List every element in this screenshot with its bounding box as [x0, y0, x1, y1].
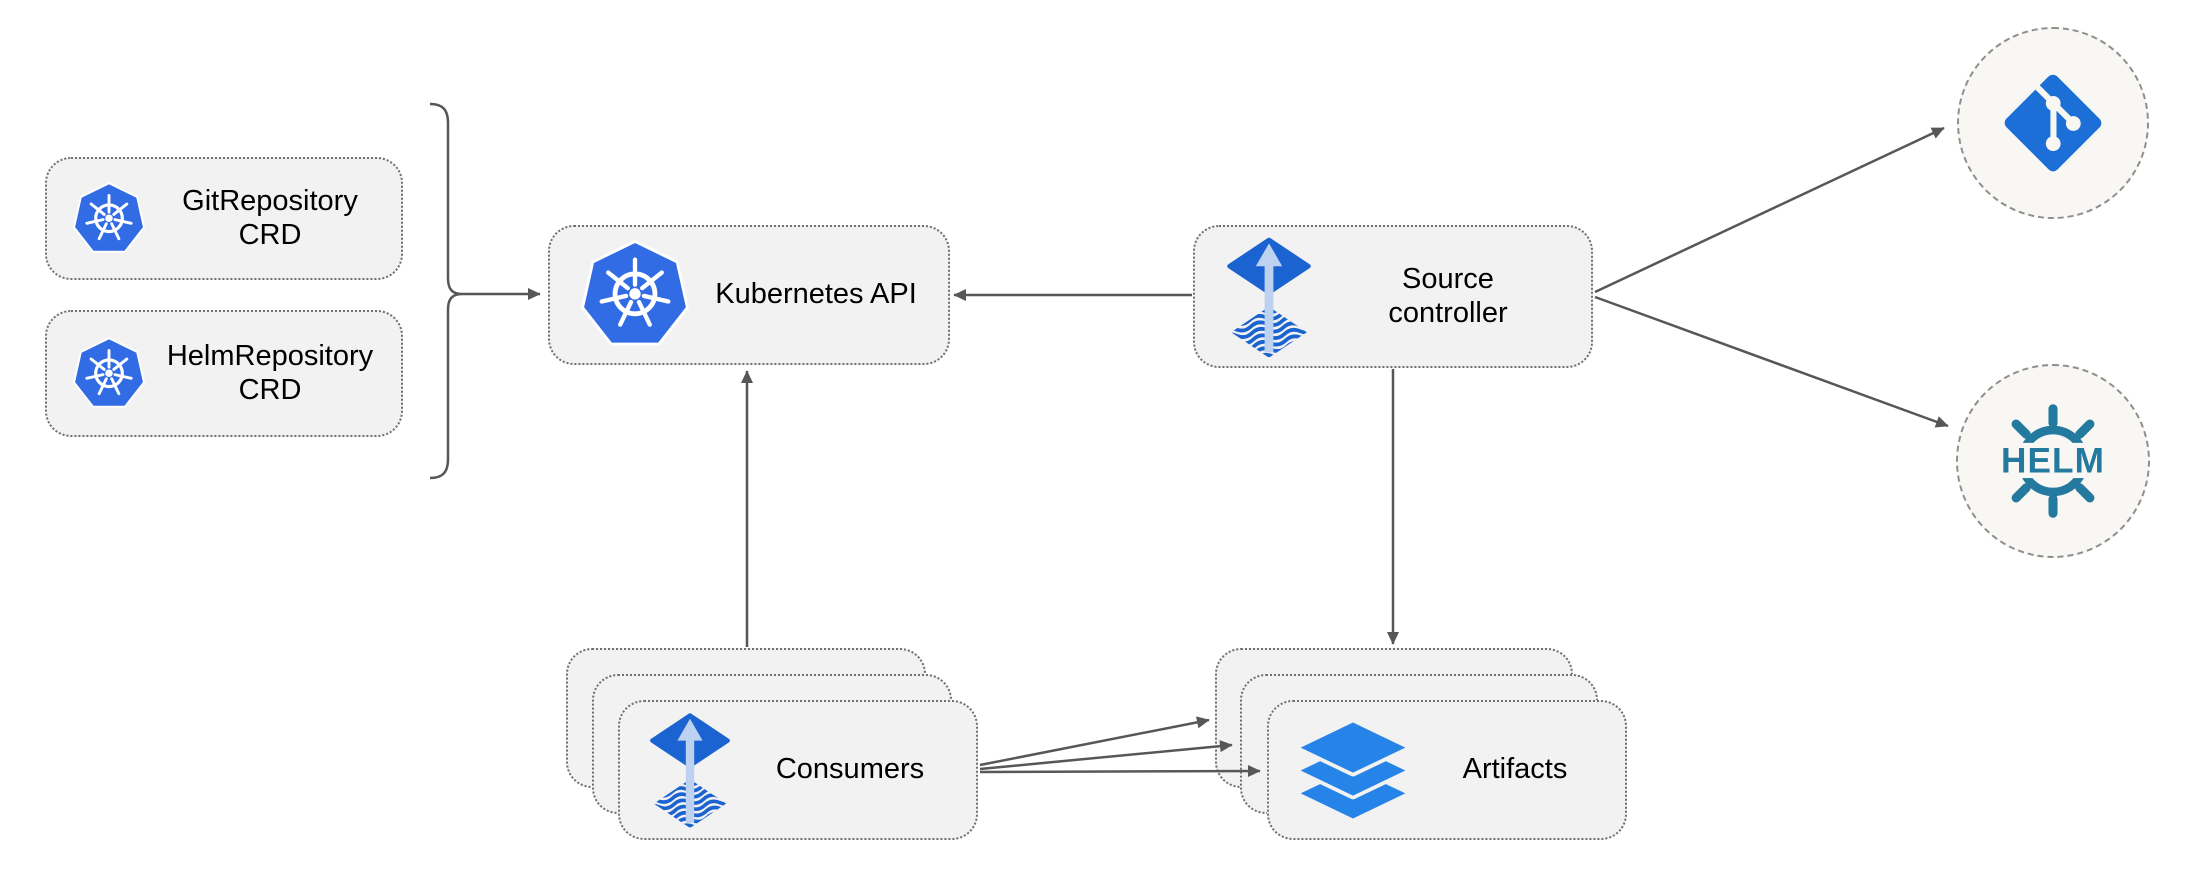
node-source-controller: Source controller: [1193, 225, 1593, 368]
node-label: Consumers: [732, 753, 976, 787]
helm-icon: HELM: [1994, 404, 2112, 518]
git-icon: [2002, 72, 2104, 174]
edge-source-controller-to-helm: [1594, 295, 1949, 428]
node-label: Kubernetes API: [692, 278, 948, 312]
layers-icon: [1293, 716, 1413, 825]
node-git-endpoint: [1957, 27, 2149, 219]
edge-source-controller-to-git: [1594, 126, 1945, 294]
node-helm-endpoint: HELM: [1956, 364, 2150, 558]
crd-group-brace: [429, 102, 463, 480]
edge-consumers-to-artifacts-2: [979, 740, 1233, 771]
git-repository-crd-label: GitRepository CRD: [182, 184, 358, 251]
helm-repository-crd-label: HelmRepository CRD: [166, 339, 374, 406]
node-helm-repository-crd: HelmRepository CRD: [45, 310, 403, 437]
node-label: Artifacts: [1413, 753, 1625, 787]
source-controller-label: Source controller: [1388, 262, 1508, 329]
helm-icon-text: HELM: [2001, 442, 2105, 481]
node-git-repository-crd: GitRepository CRD: [45, 157, 403, 280]
node-label: GitRepository CRD: [147, 185, 401, 252]
kubernetes-icon: [578, 238, 692, 352]
node-artifacts: Artifacts: [1267, 700, 1627, 840]
flux-icon: [648, 707, 732, 833]
artifacts-label: Artifacts: [1462, 753, 1568, 786]
kubernetes-icon: [71, 181, 147, 257]
kubernetes-icon: [71, 336, 147, 412]
node-label: Source controller: [1313, 263, 1591, 330]
consumers-label: Consumers: [775, 753, 925, 786]
flux-icon: [1225, 231, 1313, 363]
node-consumers: Consumers: [618, 700, 978, 840]
kubernetes-api-label: Kubernetes API: [715, 278, 917, 311]
node-label: HelmRepository CRD: [147, 340, 401, 407]
node-kubernetes-api: Kubernetes API: [548, 225, 950, 365]
edge-consumers-to-artifacts-1: [979, 716, 1210, 767]
